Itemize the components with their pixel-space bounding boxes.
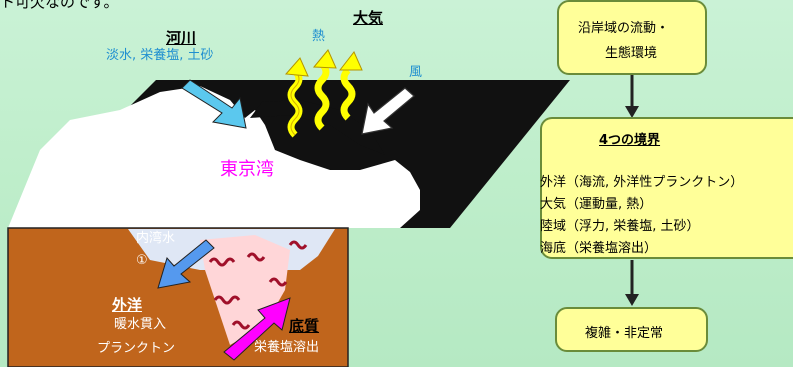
wind-arrow	[361, 87, 415, 135]
bay-land	[8, 86, 420, 228]
sediment-arrow	[223, 297, 291, 361]
flow-box: 沿岸域の流動・ 生態環境	[557, 0, 707, 75]
complex-box-label: 複雑・非定常	[585, 326, 664, 341]
boundaries-box: 4つの境界 外洋（海流, 外洋性プランクトン） 大気（運動量, 熱） 陸域（浮力…	[540, 117, 793, 259]
boundary-item: 海底（栄養塩溶出）	[540, 241, 658, 256]
ocean-arrow	[157, 239, 215, 289]
ocean-line2: プランクトン	[97, 341, 176, 356]
down-arrow-2	[625, 294, 639, 306]
flow-box-line2: 生態環境	[605, 46, 658, 61]
boundary-item: 陸域（浮力, 栄養塩, 土砂）	[540, 219, 700, 234]
down-arrow-1	[625, 106, 639, 118]
heat-label: 熱	[312, 29, 326, 44]
river-title: 河川	[166, 29, 197, 47]
river-items: 淡水, 栄養塩, 土砂	[106, 48, 214, 63]
ocean-line1: 暖水貫入	[114, 317, 167, 332]
top-text: ト可欠なのです。	[0, 0, 119, 11]
sediment-line1: 栄養塩溶出	[254, 340, 320, 355]
boundary-item: 大気（運動量, 熱）	[540, 197, 653, 212]
river-arrow	[181, 79, 247, 129]
flow-box-line1: 沿岸域の流動・	[578, 21, 670, 36]
inner-water-label: 内湾水	[136, 231, 176, 246]
circle-number: ①	[136, 253, 148, 268]
complex-box: 複雑・非定常	[555, 307, 708, 352]
atmosphere-title: 大気	[353, 9, 384, 27]
ocean-title: 外洋	[112, 296, 143, 314]
wind-label: 風	[409, 65, 423, 80]
boundary-item: 外洋（海流, 外洋性プランクトン）	[540, 175, 744, 190]
boundaries-title: 4つの境界	[599, 133, 661, 148]
sediment-title: 底質	[289, 317, 320, 335]
bay-label: 東京湾	[220, 159, 274, 180]
